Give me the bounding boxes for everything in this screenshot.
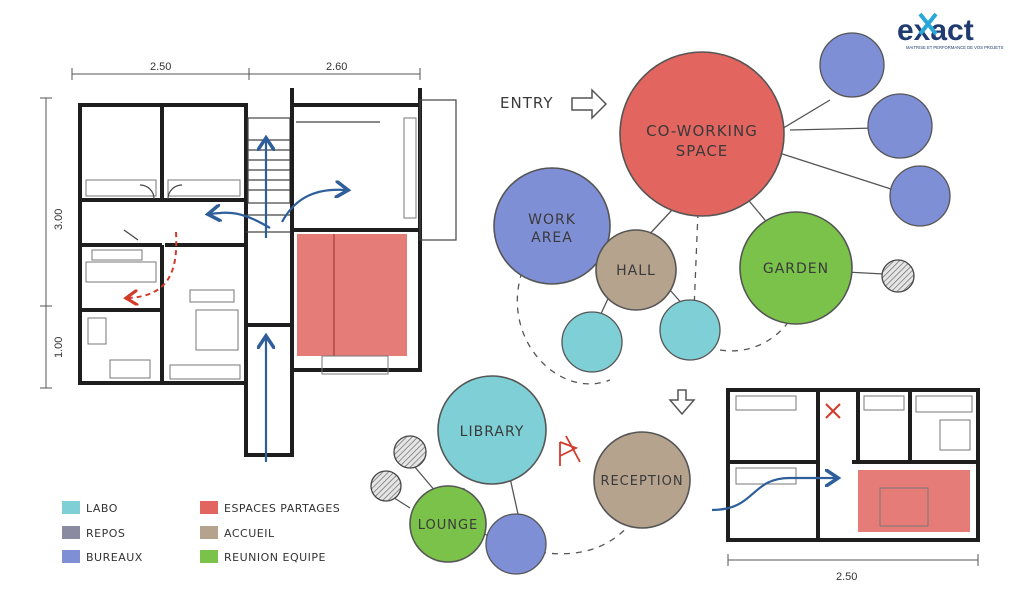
bubble-library-label: LIBRARY [460,424,525,440]
logo-x-mark-icon [918,12,938,36]
legend-label-espaces-partages: ESPACES PARTAGES [224,502,340,515]
legend-item-bureaux: BUREAUX [62,550,143,564]
legend-item-accueil: ACCUEIL [200,526,275,540]
dimension-small-bottom: 2.50 [836,571,857,583]
bubble-lounge-label: LOUNGE [418,518,479,533]
bubble-coworking-label-2: SPACE [676,142,729,160]
bubble-diagram: ENTRY CO-WORKING SPACE WORK AREA HALL [370,32,951,575]
bubble-work-area-label-2: AREA [531,230,573,246]
crossed-flag-icon [559,435,581,466]
dimension-left-upper: 3.00 [53,209,65,230]
brand-logo: exact MAITRISE ET PERFORMANCE DE VOS PRO… [897,12,1004,50]
bubble-hall: HALL [595,229,677,311]
bubble-coworking-label-1: CO-WORKING [646,122,758,140]
bubble-labo-2 [659,299,721,361]
legend-item-repos: REPOS [62,526,125,540]
dimension-left-lower: 1.00 [53,337,65,358]
bubble-bureaux-small [485,513,547,575]
legend-label-labo: LABO [86,502,118,515]
entry-label: ENTRY [500,94,554,112]
logo-tagline: MAITRISE ET PERFORMANCE DE VOS PROJETS [906,45,1004,50]
bubble-repos-hatched-1 [881,259,915,293]
blocked-x-icon [825,403,841,419]
legend-item-espaces-partages: ESPACES PARTAGES [200,501,340,515]
bubble-bureaux-satellite-2 [867,93,933,159]
bubble-library: LIBRARY [437,375,547,485]
legend-item-reunion-equipe: REUNION EQUIPE [200,550,326,564]
flow-down-arrow-icon [668,389,696,416]
bubble-work-area-label-1: WORK [528,212,576,228]
bubble-repos-hatched-2 [393,435,427,469]
dimension-top-left: 2.50 [150,61,171,73]
legend-label-reunion-equipe: REUNION EQUIPE [224,551,326,564]
bubble-work-area: WORK AREA [493,167,611,285]
main-floor-plan: 2.50 2.60 3.00 1.00 [40,61,457,462]
bubble-labo-1 [561,311,623,373]
bubble-lounge: LOUNGE [409,485,487,563]
legend-label-repos: REPOS [86,527,125,540]
bubble-repos-hatched-3 [370,470,402,502]
plan-zone-espaces-partages [297,234,407,356]
bubble-garden: GARDEN [739,211,853,325]
bubble-bureaux-satellite-1 [819,32,885,98]
bubble-reception: RECEPTION [593,431,691,529]
small-floor-plan: 2.50 [711,388,980,583]
bubble-reception-label: RECEPTION [600,474,683,489]
entry-arrow-icon [571,88,608,120]
bubble-garden-label: GARDEN [763,261,829,277]
bubble-hall-label: HALL [616,263,656,279]
legend: LABO REPOS BUREAUX ESPACES PARTAGES ACCU… [62,501,340,564]
dimension-top-right: 2.60 [326,61,347,73]
legend-label-bureaux: BUREAUX [86,551,143,564]
legend-item-labo: LABO [62,501,118,515]
small-plan-zone-espaces-partages [858,470,970,532]
bubble-bureaux-satellite-3 [889,165,951,227]
legend-label-accueil: ACCUEIL [224,527,275,540]
bubble-coworking-space: CO-WORKING SPACE [619,51,785,217]
